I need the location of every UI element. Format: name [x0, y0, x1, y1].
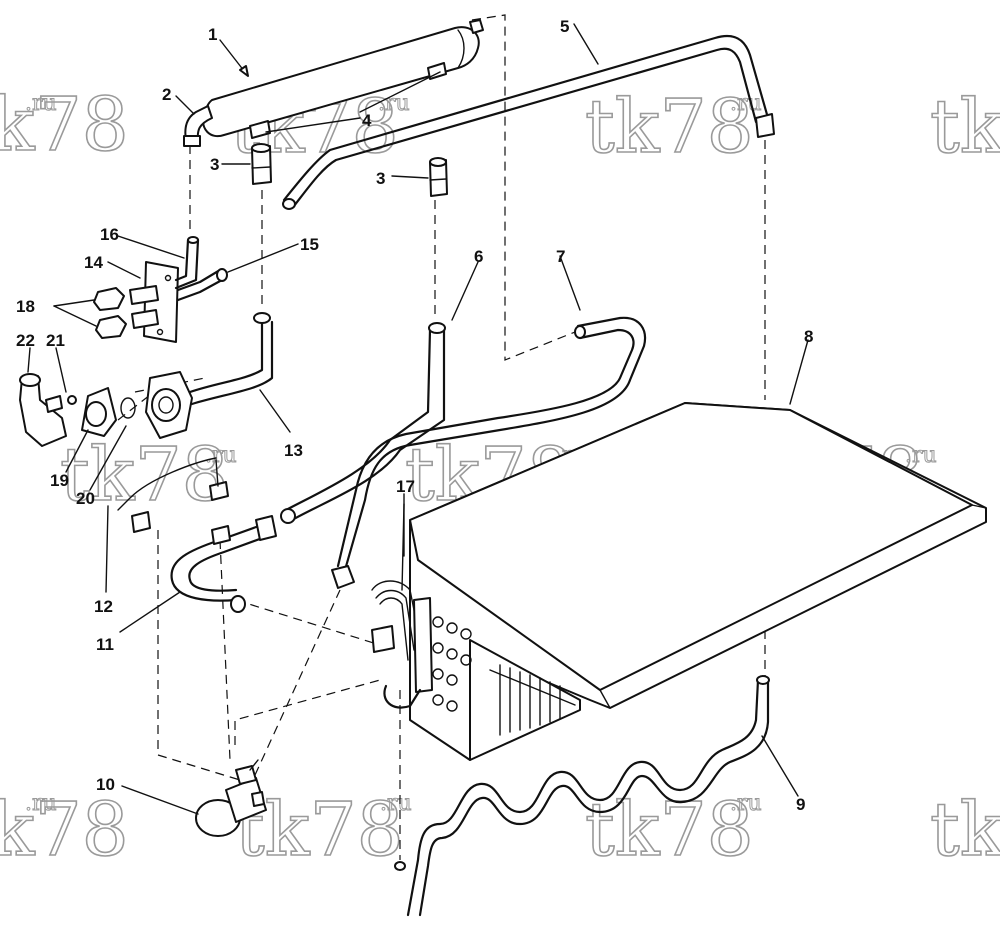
- callout-13: 13: [284, 441, 303, 460]
- hose: [331, 316, 647, 589]
- coil-fins: [499, 664, 561, 736]
- callout-5: 5: [560, 17, 569, 36]
- valve-flange-assembly: [19, 312, 274, 447]
- callout-18: 18: [16, 297, 35, 316]
- callout-15: 15: [300, 235, 319, 254]
- coil-tube-ends: [432, 616, 472, 712]
- callout-16: 16: [100, 225, 119, 244]
- callout-labels: 1 2 3 3 4 5 6 7 8 9 10 11 12 13 14 15 16…: [16, 17, 813, 814]
- callout-1: 1: [208, 25, 217, 44]
- svg-text:.ru: .ru: [25, 91, 57, 116]
- svg-text:tk78: tk78: [930, 787, 1000, 873]
- svg-text:.ru: .ru: [380, 791, 412, 816]
- pipe-elbow: [117, 457, 277, 613]
- coupling-right: [429, 157, 448, 197]
- leader-lines: [27, 23, 809, 815]
- callout-11: 11: [96, 635, 114, 654]
- callout-4: 4: [362, 111, 372, 130]
- callout-12: 12: [94, 597, 113, 616]
- svg-text:tk78: tk78: [585, 787, 754, 873]
- evaporator-housing: [409, 402, 987, 761]
- svg-text:tk78: tk78: [0, 787, 129, 873]
- callout-3-right: 3: [376, 169, 385, 188]
- callout-20: 20: [76, 489, 95, 508]
- elbow-fitting: [183, 105, 213, 147]
- svg-text:.ru: .ru: [730, 791, 762, 816]
- callout-22: 22: [16, 331, 35, 350]
- long-tube: [282, 34, 775, 210]
- svg-text:tk78: tk78: [0, 82, 129, 168]
- drier-valve: [195, 759, 267, 837]
- svg-text:.ru: .ru: [730, 91, 762, 116]
- expansion-valve: [371, 503, 433, 709]
- callout-17: 17: [396, 477, 415, 496]
- callout-3-left: 3: [210, 155, 219, 174]
- drain-hose: [394, 675, 770, 917]
- callout-10: 10: [96, 775, 115, 794]
- callout-2: 2: [162, 85, 171, 104]
- svg-text:tk78: tk78: [60, 432, 229, 518]
- callout-9: 9: [796, 795, 805, 814]
- callout-7: 7: [556, 247, 565, 266]
- svg-text:tk78: tk78: [585, 84, 754, 170]
- svg-text:tk78: tk78: [930, 84, 1000, 170]
- callout-19: 19: [50, 471, 69, 490]
- callout-21: 21: [46, 331, 65, 350]
- svg-text:.ru: .ru: [205, 443, 237, 468]
- callout-14: 14: [84, 253, 103, 272]
- callout-8: 8: [804, 327, 813, 346]
- manifold-block: [93, 236, 228, 343]
- callout-6: 6: [474, 247, 483, 266]
- svg-text:.ru: .ru: [905, 443, 937, 468]
- svg-text:.ru: .ru: [25, 791, 57, 816]
- coupling-left: [251, 143, 272, 185]
